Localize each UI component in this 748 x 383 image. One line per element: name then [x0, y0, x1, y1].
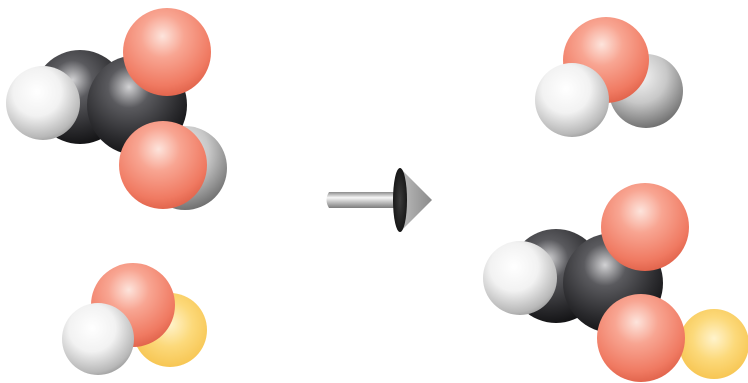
arrow-shaft: [326, 192, 399, 208]
sodium-hydroxide-molecule: [62, 263, 207, 375]
acetic-acid-molecule: [6, 8, 227, 210]
arrow-disc: [393, 168, 407, 232]
hydrogen-atom: [62, 303, 134, 375]
sodium-acetate-molecule: [483, 183, 748, 382]
hydrogen-atom: [6, 66, 80, 140]
oxygen-atom: [601, 183, 689, 271]
arrow-head: [400, 168, 432, 232]
oxygen-atom: [119, 121, 207, 209]
oxygen-atom: [123, 8, 211, 96]
water-molecule: [535, 17, 683, 137]
hydrogen-atom: [483, 241, 557, 315]
hydrogen-atom: [535, 63, 609, 137]
reaction-arrow: [326, 168, 432, 232]
sodium-atom: [679, 309, 748, 379]
oxygen-atom: [597, 294, 685, 382]
